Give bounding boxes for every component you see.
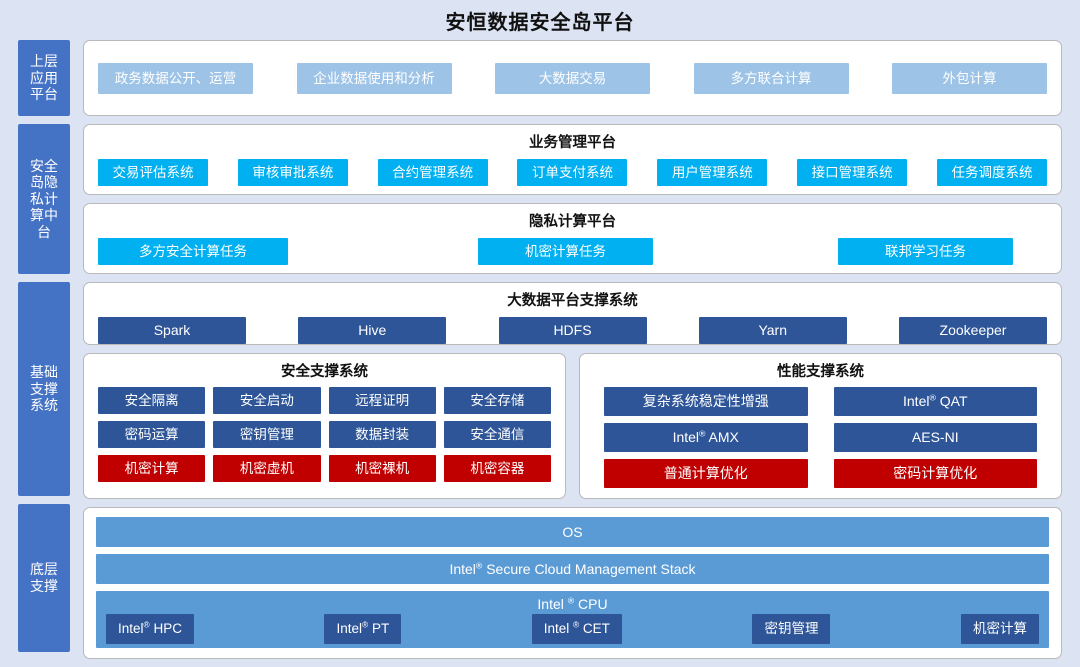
cpu-feature-chip[interactable]: 机密计算 [960,614,1039,644]
security-capability-chip[interactable]: 远程证明 [328,387,436,414]
rail-label: 安全岛隐私计算中台 [30,157,58,240]
business-system-chip[interactable]: 任务调度系统 [936,159,1047,186]
business-system-chip[interactable]: 用户管理系统 [657,159,768,186]
privacy-platform-panel: 隐私计算平台 多方安全计算任务 机密计算任务 联邦学习任务 [83,203,1062,274]
security-capability-chip[interactable]: 安全启动 [213,387,321,414]
bigdata-component-chip[interactable]: HDFS [498,317,647,344]
privacy-task-chip[interactable]: 多方安全计算任务 [98,238,288,265]
security-capability-chip[interactable]: 机密裸机 [328,455,436,482]
privacy-platform-chip-row: 多方安全计算任务 机密计算任务 联邦学习任务 [84,238,1061,265]
performance-capability-chip[interactable]: 密码计算优化 [833,459,1037,488]
business-system-chip[interactable]: 订单支付系统 [517,159,628,186]
secure-cloud-management-stack-bar[interactable]: Intel® Secure Cloud Management Stack [96,554,1049,584]
security-capability-chip[interactable]: 密码运算 [98,421,206,448]
foundation-support-group: 大数据平台支撑系统 Spark Hive HDFS Yarn Zookeeper 安全支… [83,282,1062,499]
business-platform-heading: 业务管理平台 [529,135,616,151]
performance-capability-chip[interactable]: 普通计算优化 [604,459,808,488]
privacy-midplatform-group: 业务管理平台 交易评估系统 审核审批系统 合约管理系统 订单支付系统 用户管理系统 接口管… [83,124,1062,274]
rail-label: 底层支撑 [30,561,58,594]
application-chip[interactable]: 多方联合计算 [693,62,849,94]
rail-label: 基础支撑系统 [30,364,58,414]
rail-item-bottom-support[interactable]: 底层支撑 [18,504,70,652]
security-capability-chip[interactable]: 安全隔离 [98,387,206,414]
performance-capability-chip[interactable]: Intel® AMX [604,423,808,452]
bigdata-chip-row: Spark Hive HDFS Yarn Zookeeper [84,317,1061,344]
cpu-label: Intel ® CPU [537,595,608,612]
bigdata-component-chip[interactable]: Hive [298,317,447,344]
cpu-feature-chip[interactable]: Intel® HPC [106,614,194,644]
bigdata-component-chip[interactable]: Zookeeper [899,317,1047,344]
rail-label: 上层应用平台 [30,53,58,103]
cpu-feature-chip[interactable]: Intel ® CET [531,614,622,644]
cpu-feature-chip[interactable]: Intel® PT [324,614,402,644]
layer-rail: 上层应用平台 安全岛隐私计算中台 基础支撑系统 底层支撑 [18,40,70,659]
security-capability-chip[interactable]: 机密计算 [98,455,206,482]
security-capability-chip[interactable]: 安全通信 [443,421,551,448]
security-support-panel: 安全支撑系统 安全隔离安全启动远程证明安全存储密码运算密钥管理数据封装安全通信机… [83,353,566,499]
page-title: 安恒数据安全岛平台 [445,12,635,34]
privacy-task-chip[interactable]: 机密计算任务 [478,238,653,265]
business-system-chip[interactable]: 交易评估系统 [98,159,208,186]
privacy-task-chip[interactable]: 联邦学习任务 [838,238,1013,265]
business-platform-chip-row: 交易评估系统 审核审批系统 合约管理系统 订单支付系统 用户管理系统 接口管理系统 任务调度… [84,159,1061,186]
security-capability-chip[interactable]: 机密容器 [443,455,551,482]
os-bar[interactable]: OS [96,517,1049,547]
layer-panels: 政务数据公开、运营 企业数据使用和分析 大数据交易 多方联合计算 外包计算 业务管理平台… [83,40,1062,659]
rail-item-application-layer[interactable]: 上层应用平台 [18,40,70,116]
rail-item-foundation-support[interactable]: 基础支撑系统 [18,282,70,496]
performance-capability-chip[interactable]: Intel® QAT [833,387,1037,416]
security-support-grid: 安全隔离安全启动远程证明安全存储密码运算密钥管理数据封装安全通信机密计算机密虚机… [84,381,565,492]
cpu-feature-row: Intel® HPC Intel® PT Intel ® CET 密钥管理 机密计算 [96,614,1049,648]
cpu-feature-chip[interactable]: 密钥管理 [752,614,831,644]
business-system-chip[interactable]: 接口管理系统 [797,159,908,186]
cpu-bar: Intel ® CPU Intel® HPC Intel® PT Intel ® C… [96,591,1049,648]
performance-support-panel: 性能支撑系统 复杂系统稳定性增强 Intel® QAT Intel® AMX AES-… [579,353,1062,499]
application-chip[interactable]: 大数据交易 [495,62,650,94]
privacy-platform-heading: 隐私计算平台 [529,214,616,230]
security-capability-chip[interactable]: 机密虚机 [213,455,321,482]
bigdata-platform-panel: 大数据平台支撑系统 Spark Hive HDFS Yarn Zookeeper [83,282,1062,345]
bigdata-component-chip[interactable]: Spark [98,317,246,344]
performance-support-grid: 复杂系统稳定性增强 Intel® QAT Intel® AMX AES-NI 普通计算优… [580,381,1061,498]
performance-capability-chip[interactable]: AES-NI [833,423,1037,452]
application-chip[interactable]: 企业数据使用和分析 [296,62,452,94]
performance-support-heading: 性能支撑系统 [777,364,864,380]
rail-item-privacy-computing-midplatform[interactable]: 安全岛隐私计算中台 [18,124,70,274]
bigdata-component-chip[interactable]: Yarn [698,317,847,344]
diagram-body: 上层应用平台 安全岛隐私计算中台 基础支撑系统 底层支撑 政务数据公开、运营 企业… [0,40,1080,667]
application-chip[interactable]: 外包计算 [892,62,1047,94]
security-capability-chip[interactable]: 安全存储 [443,387,551,414]
business-system-chip[interactable]: 审核审批系统 [237,159,348,186]
application-chip[interactable]: 政务数据公开、运营 [98,62,253,94]
support-systems-row: 安全支撑系统 安全隔离安全启动远程证明安全存储密码运算密钥管理数据封装安全通信机… [83,353,1062,499]
architecture-diagram: 安恒数据安全岛平台 上层应用平台 安全岛隐私计算中台 基础支撑系统 底层支撑 政… [18,12,1062,659]
bigdata-platform-heading: 大数据平台支撑系统 [507,293,638,309]
bottom-support-panel: OS Intel® Secure Cloud Management Stack … [83,507,1062,659]
business-system-chip[interactable]: 合约管理系统 [377,159,488,186]
performance-capability-chip[interactable]: 复杂系统稳定性增强 [604,387,808,416]
application-platform-panel: 政务数据公开、运营 企业数据使用和分析 大数据交易 多方联合计算 外包计算 [83,40,1062,116]
security-support-heading: 安全支撑系统 [281,364,368,380]
security-capability-chip[interactable]: 密钥管理 [213,421,321,448]
security-capability-chip[interactable]: 数据封装 [328,421,436,448]
business-platform-panel: 业务管理平台 交易评估系统 审核审批系统 合约管理系统 订单支付系统 用户管理系统 接口管… [83,124,1062,195]
